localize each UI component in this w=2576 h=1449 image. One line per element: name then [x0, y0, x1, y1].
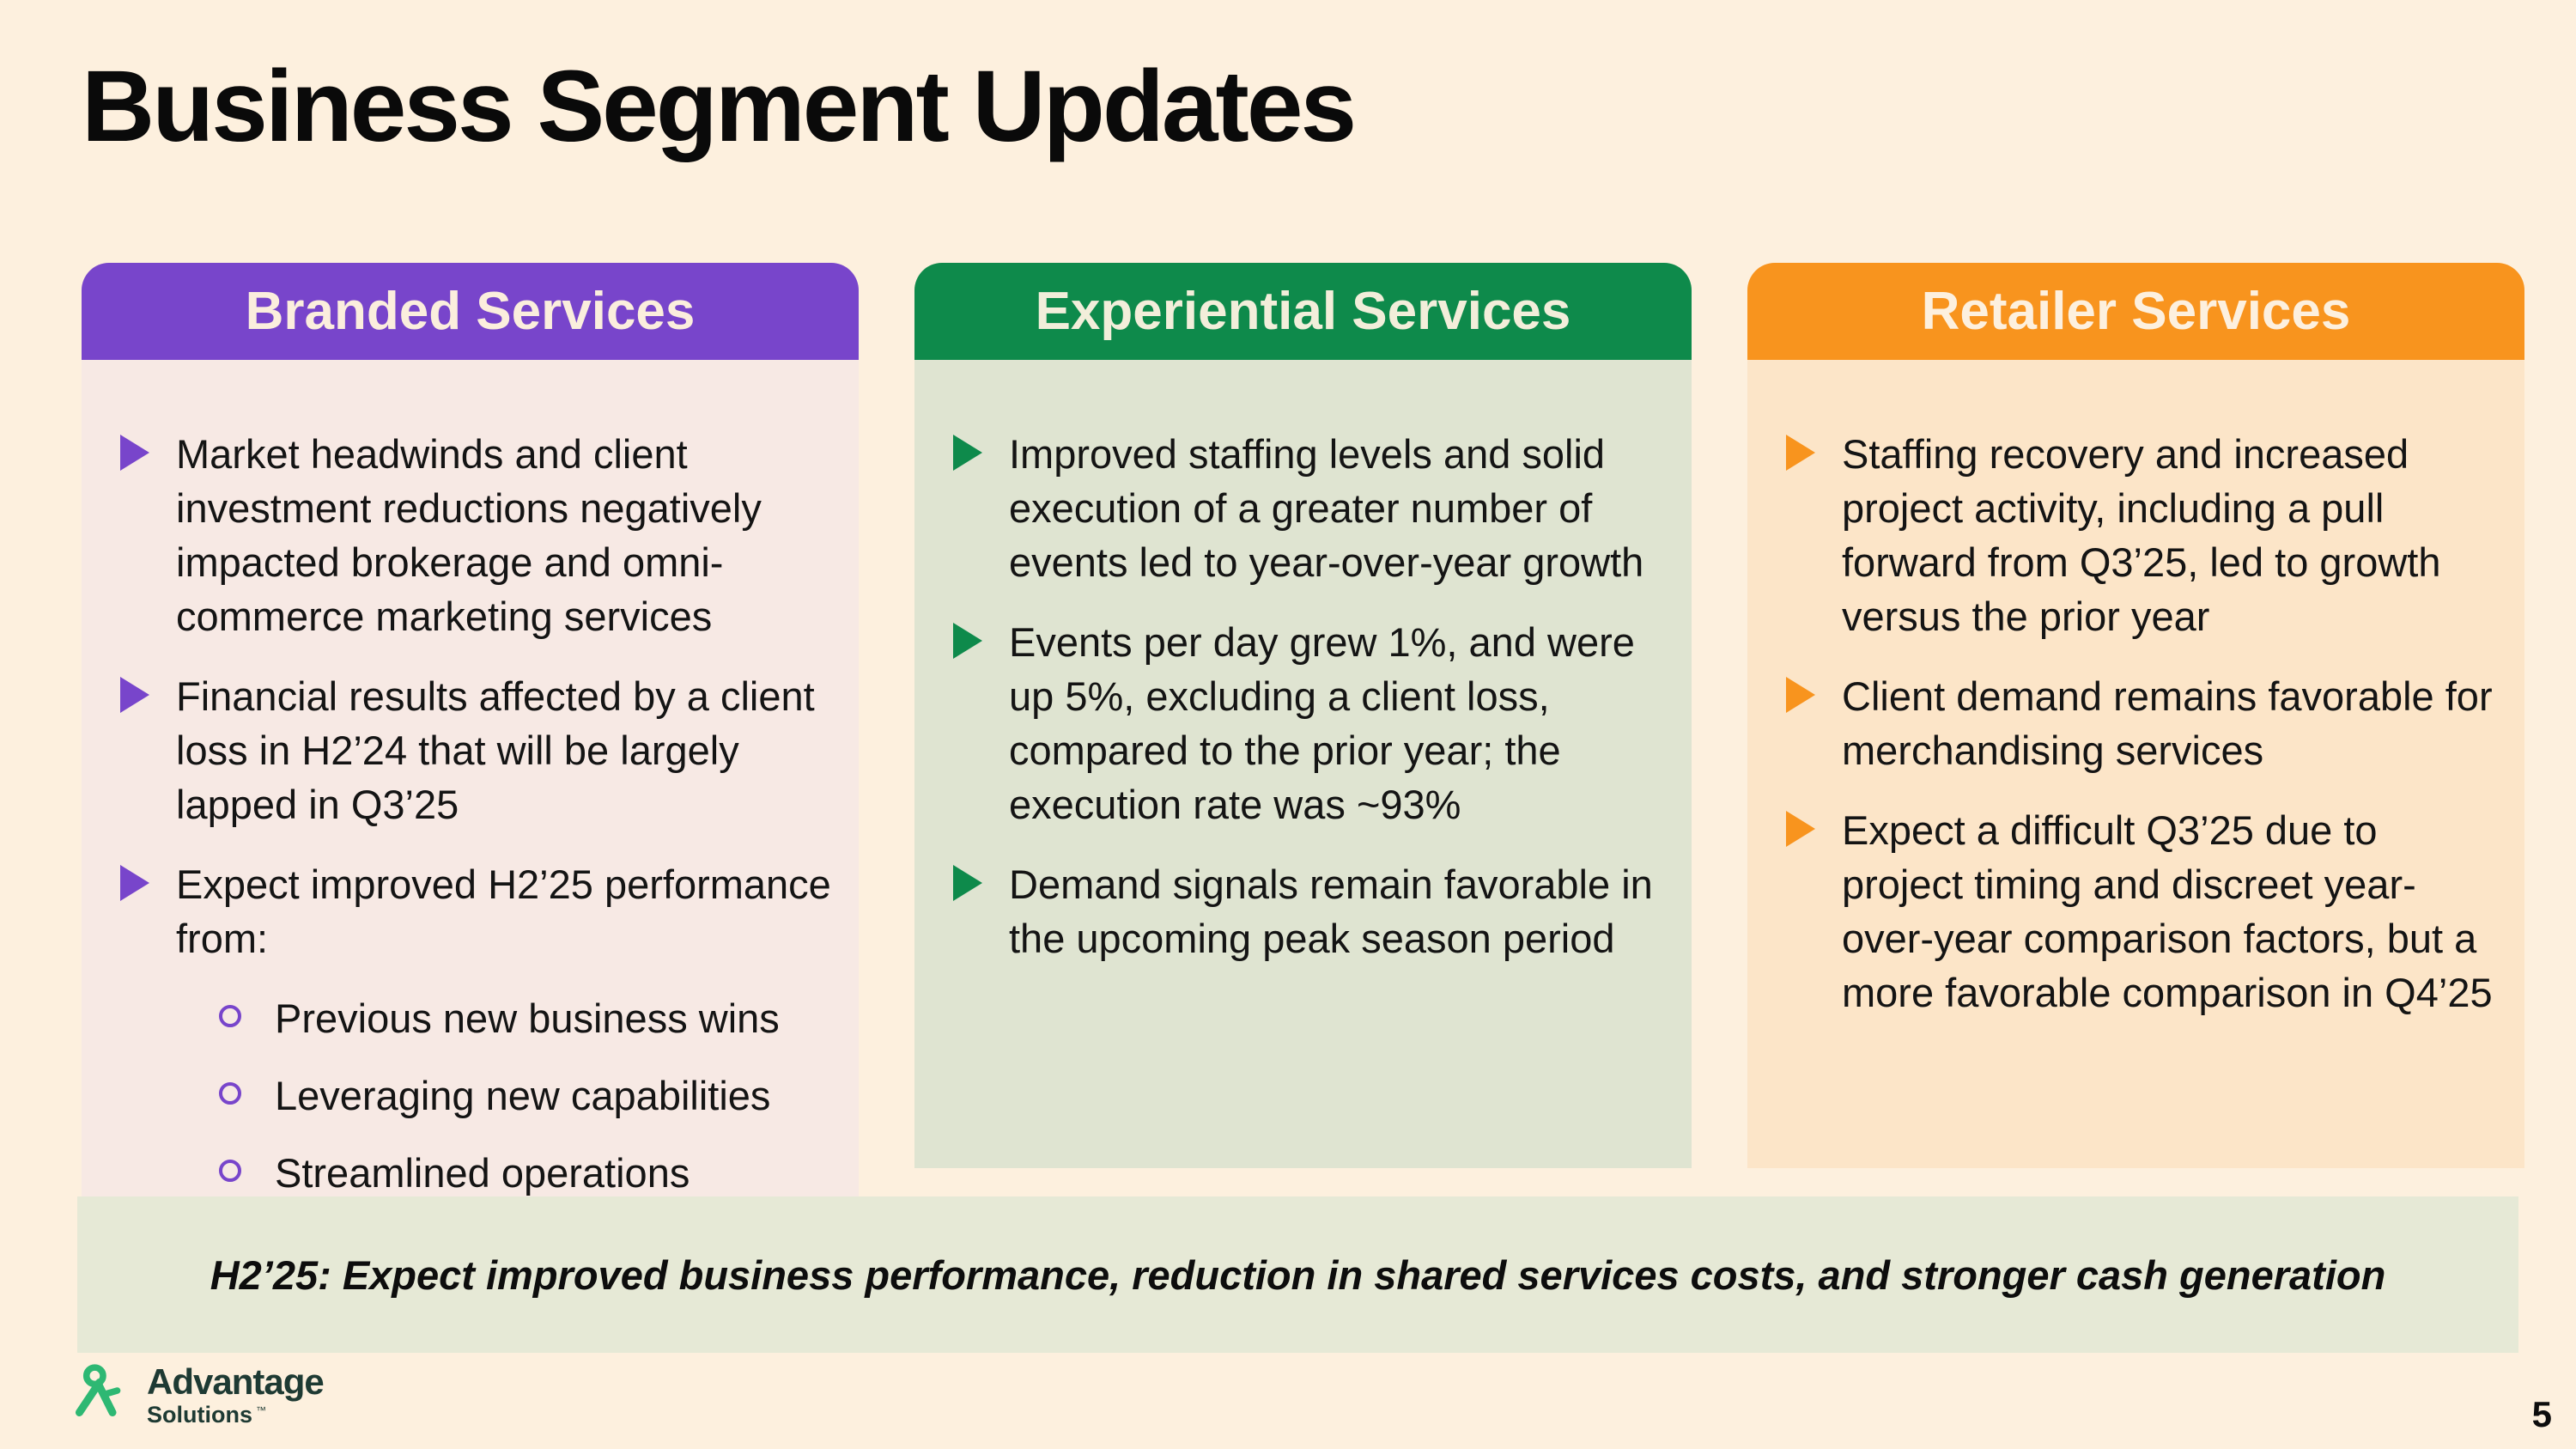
sub-bullet-marker: [219, 1146, 275, 1182]
bullet-item: Market headwinds and client investment r…: [120, 427, 833, 643]
bullet-text: Market headwinds and client investment r…: [176, 427, 833, 643]
advantage-figure-icon: [75, 1364, 121, 1416]
bullet-text-value: Expect improved H2’25 performance from:: [176, 861, 831, 961]
page-title: Business Segment Updates: [82, 50, 1357, 163]
bullet-text-value: Demand signals remain favorable in the u…: [1009, 861, 1653, 961]
bullet-item: Financial results affected by a client l…: [120, 669, 833, 831]
summary-banner-text: H2’25: Expect improved business performa…: [210, 1251, 2386, 1298]
bullet-text: Expect a difficult Q3’25 due to project …: [1842, 803, 2499, 1020]
bullet-item: Improved staffing levels and solid execu…: [953, 427, 1666, 589]
bullet-marker: [1786, 427, 1842, 471]
bullet-text: Events per day grew 1%, and were up 5%, …: [1009, 615, 1666, 831]
company-logo: Advantage Solutions ™: [73, 1361, 325, 1428]
bullet-marker: [1786, 803, 1842, 847]
sub-bullet-marker: [219, 1068, 275, 1105]
bullet-item: Expect improved H2’25 performance from: P…: [120, 857, 833, 1223]
sub-bullet-text: Previous new business wins: [275, 995, 780, 1041]
bullet-marker: [120, 857, 176, 901]
bullet-text: Demand signals remain favorable in the u…: [1009, 857, 1666, 965]
bullet-triangle-icon: [953, 623, 982, 659]
bullet-marker: [953, 615, 1009, 659]
sub-bullet-circle-icon: [219, 1160, 241, 1182]
bullet-marker: [953, 857, 1009, 901]
logo-primary-text: Advantage: [147, 1361, 325, 1402]
bullet-triangle-icon: [120, 865, 149, 901]
sub-bullet-item: Previous new business wins: [219, 991, 833, 1045]
bullet-text: Client demand remains favorable for merc…: [1842, 669, 2499, 777]
sub-bullet-circle-icon: [219, 1082, 241, 1105]
column-header-experiential-services: Experiential Services: [914, 263, 1692, 360]
bullet-triangle-icon: [120, 435, 149, 471]
sub-bullet-marker: [219, 991, 275, 1027]
logo-wordmark: Advantage Solutions ™: [147, 1361, 325, 1428]
bullet-text-value: Expect a difficult Q3’25 due to project …: [1842, 807, 2493, 1015]
logo-trademark: ™: [256, 1404, 266, 1416]
page-number: 5: [2531, 1394, 2552, 1434]
bullet-triangle-icon: [120, 677, 149, 713]
bullet-triangle-icon: [1786, 435, 1815, 471]
bullet-text-value: Financial results affected by a client l…: [176, 673, 815, 827]
bullet-text-value: Staffing recovery and increased project …: [1842, 431, 2441, 639]
bullet-marker: [120, 669, 176, 713]
bullet-marker: [1786, 669, 1842, 713]
bullet-triangle-icon: [1786, 677, 1815, 713]
column-title: Experiential Services: [1035, 282, 1571, 341]
sub-bullet-item: Streamlined operations: [219, 1146, 833, 1200]
bullet-text: Staffing recovery and increased project …: [1842, 427, 2499, 643]
bullet-text-value: Events per day grew 1%, and were up 5%, …: [1009, 619, 1635, 827]
bullet-triangle-icon: [953, 865, 982, 901]
bullet-text: Financial results affected by a client l…: [176, 669, 833, 831]
bullet-marker: [953, 427, 1009, 471]
sub-bullet-item: Leveraging new capabilities: [219, 1068, 833, 1123]
column-header-retailer-services: Retailer Services: [1747, 263, 2524, 360]
column-body-branded-services: Market headwinds and client investment r…: [82, 360, 859, 1266]
column-body-experiential-services: Improved staffing levels and solid execu…: [914, 360, 1692, 1168]
bullet-triangle-icon: [1786, 811, 1815, 847]
bullet-text: Expect improved H2’25 performance from: P…: [176, 857, 833, 1223]
bullet-marker: [120, 427, 176, 471]
column-title: Branded Services: [245, 282, 696, 341]
logo-secondary-text: Solutions: [147, 1402, 252, 1428]
bullet-item: Events per day grew 1%, and were up 5%, …: [953, 615, 1666, 831]
column-header-branded-services: Branded Services: [82, 263, 859, 360]
bullet-text-value: Improved staffing levels and solid execu…: [1009, 431, 1644, 585]
bullet-text: Improved staffing levels and solid execu…: [1009, 427, 1666, 589]
column-body-retailer-services: Staffing recovery and increased project …: [1747, 360, 2524, 1168]
sub-bullet-text: Streamlined operations: [275, 1150, 690, 1196]
summary-banner: H2’25: Expect improved business performa…: [77, 1196, 2518, 1353]
sub-bullet-text: Leveraging new capabilities: [275, 1073, 771, 1118]
bullet-item: Staffing recovery and increased project …: [1786, 427, 2499, 643]
column-title: Retailer Services: [1921, 282, 2351, 341]
bullet-triangle-icon: [953, 435, 982, 471]
sub-bullet-circle-icon: [219, 1005, 241, 1027]
bullet-item: Client demand remains favorable for merc…: [1786, 669, 2499, 777]
bullet-text-value: Market headwinds and client investment r…: [176, 431, 762, 639]
bullet-item: Demand signals remain favorable in the u…: [953, 857, 1666, 965]
bullet-text-value: Client demand remains favorable for merc…: [1842, 673, 2493, 773]
bullet-item: Expect a difficult Q3’25 due to project …: [1786, 803, 2499, 1020]
